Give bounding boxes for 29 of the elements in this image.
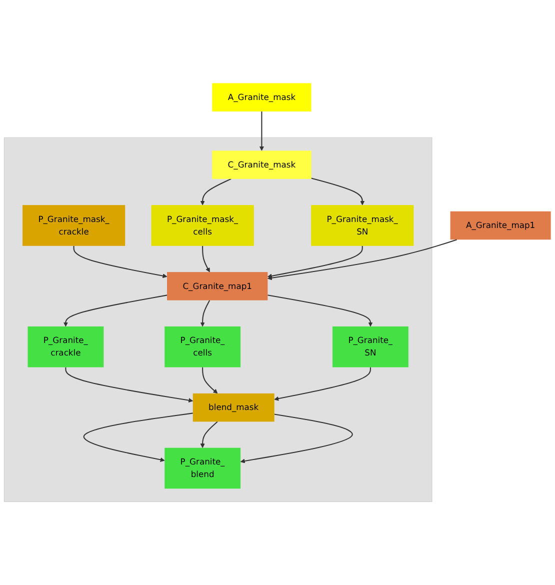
- arrow: [274, 367, 371, 401]
- node-box: C_Granite_mask: [212, 150, 312, 179]
- node-box: A_Granite_map1: [450, 211, 551, 240]
- arrow: [259, 111, 264, 151]
- arrow: [65, 367, 194, 403]
- arrow: [202, 367, 218, 394]
- arrow: [267, 239, 458, 280]
- node-box: P_Granite_mask_ cells: [151, 205, 254, 246]
- arrow: [202, 246, 210, 272]
- node-box: P_Granite_mask_ SN: [311, 205, 414, 246]
- arrow: [311, 178, 365, 206]
- arrow: [83, 412, 193, 462]
- node-box: P_Granite_ crackle: [28, 326, 104, 368]
- node-box: P_Granite_ blend: [164, 448, 241, 489]
- node-box: P_Granite_mask_ crackle: [22, 205, 126, 246]
- node-box: P_Granite_ SN: [332, 326, 408, 368]
- node-box: blend_mask: [192, 393, 274, 422]
- node-box: C_Granite_map1: [167, 272, 268, 300]
- arrow: [200, 300, 210, 327]
- arrow: [63, 294, 168, 327]
- arrow: [268, 294, 373, 327]
- arrow: [200, 178, 232, 206]
- node-box: A_Granite_mask: [212, 83, 312, 112]
- arrow: [73, 246, 168, 278]
- arrow: [240, 414, 353, 464]
- cluster: [4, 137, 432, 502]
- arrow: [200, 421, 218, 448]
- arrow: [267, 246, 363, 278]
- node-box: P_Granite_ cells: [164, 326, 241, 368]
